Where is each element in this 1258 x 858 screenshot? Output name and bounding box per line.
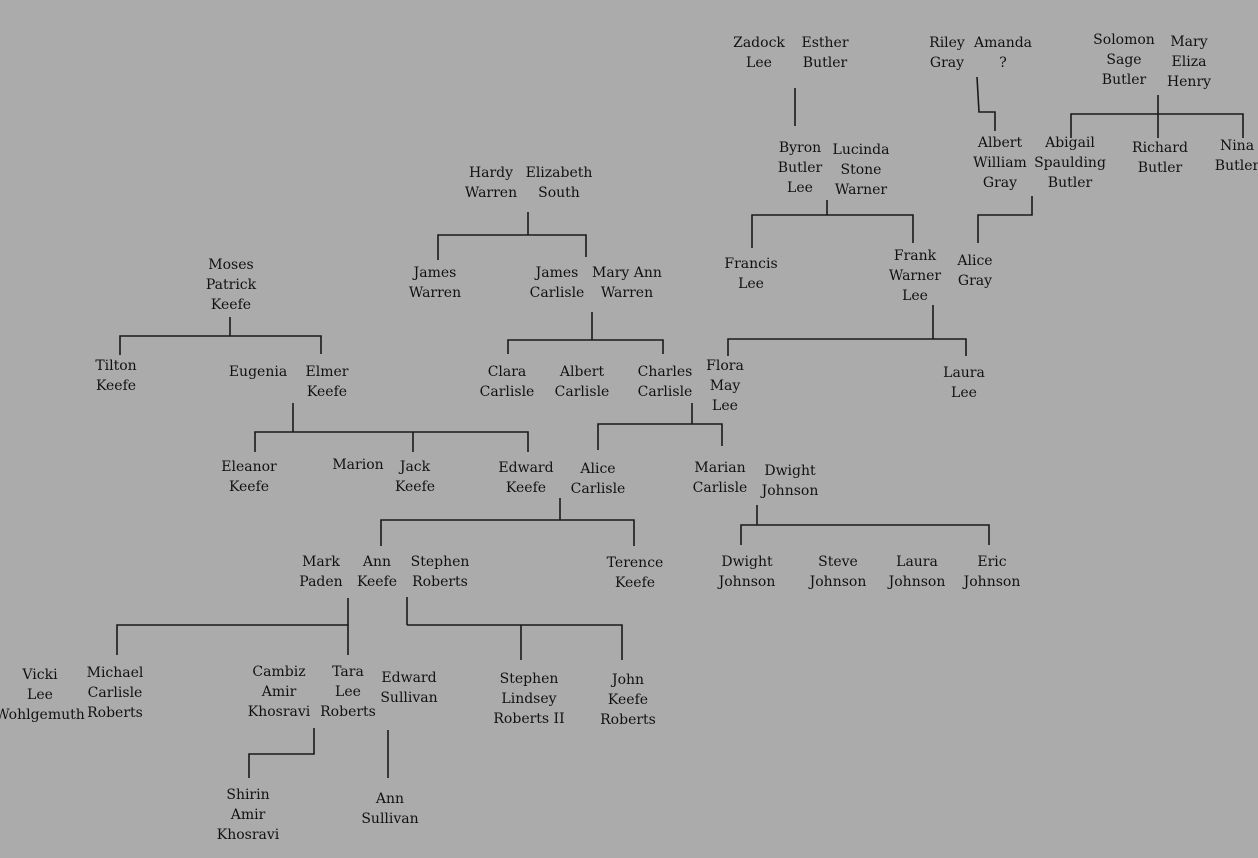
person-abigail-butler: Abigail Spaulding Butler [1034, 135, 1106, 191]
line-mark-ann-children-bar [116, 624, 349, 655]
person-esther-butler: Esther Butler [801, 35, 849, 71]
person-james-carlisle: James Carlisle [529, 265, 585, 301]
person-solomon-butler: Solomon Sage Butler [1093, 32, 1155, 88]
person-edward-keefe: Edward Keefe [498, 460, 554, 496]
person-hardy-warren: Hardy Warren [464, 165, 518, 201]
person-edward-sullivan: Edward Sullivan [380, 670, 438, 706]
person-cambiz-khosravi: Cambiz Amir Khosravi [247, 664, 311, 720]
person-michael-roberts: Michael Carlisle Roberts [86, 665, 144, 721]
person-clara-carlisle: Clara Carlisle [479, 364, 535, 400]
person-dwight-johnson-sr: Dwight Johnson [761, 463, 819, 499]
line-edward-alice-children-bar [380, 519, 635, 546]
person-byron-lee: Byron Butler Lee [777, 140, 823, 196]
person-dwight-johnson-jr: Dwight Johnson [718, 554, 776, 590]
line-albert-abigail-link [977, 196, 1033, 243]
person-mary-ann-warren: Mary Ann Warren [592, 265, 662, 301]
line-elmer-children-bar [254, 431, 529, 452]
line-butler-children-bar [1070, 113, 1244, 138]
line-carlisle-children-bar [507, 339, 664, 354]
person-steve-johnson: Steve Johnson [809, 554, 867, 590]
person-francis-lee: Francis Lee [724, 256, 778, 292]
line-ann-stephen-children-bar [407, 624, 623, 660]
line-hardy-warren-children-bar [437, 234, 587, 260]
person-zadock-lee: Zadock Lee [733, 35, 785, 71]
person-shirin-khosravi: Shirin Amir Khosravi [216, 787, 280, 843]
person-stephen-roberts-ii: Stephen Lindsey Roberts II [493, 671, 565, 727]
person-charles-carlisle: Charles Carlisle [637, 364, 693, 400]
person-jack-keefe: Jack Keefe [394, 459, 436, 495]
person-laura-johnson: Laura Johnson [888, 554, 946, 590]
line-cambiz-tara-stem [248, 728, 315, 778]
person-riley-gray: Riley Gray [929, 35, 965, 71]
person-marian-carlisle: Marian Carlisle [692, 460, 748, 496]
person-vicki-wohlgemuth: Vicki Lee Wohlgemuth [0, 667, 85, 723]
person-tilton-keefe: Tilton Keefe [95, 358, 137, 394]
person-albert-carlisle: Albert Carlisle [554, 364, 610, 400]
line-gray-amanda-link [976, 76, 996, 131]
person-amanda: Amanda ? [973, 35, 1033, 71]
line-byron-lucinda-children-bar [751, 214, 914, 248]
person-alice-gray: Alice Gray [957, 253, 993, 289]
person-frank-lee: Frank Warner Lee [888, 248, 942, 304]
person-marion: Marion [332, 457, 384, 473]
person-moses-keefe: Moses Patrick Keefe [205, 257, 257, 313]
person-james-warren: James Warren [408, 265, 462, 301]
person-albert-gray: Albert William Gray [973, 135, 1027, 191]
person-elmer-keefe: Elmer Keefe [305, 364, 349, 400]
person-john-roberts: John Keefe Roberts [600, 672, 656, 728]
person-elizabeth-south: Elizabeth South [525, 165, 593, 201]
person-laura-lee: Laura Lee [943, 365, 985, 401]
line-johnson-children-bar [740, 524, 990, 545]
person-tara-roberts: Tara Lee Roberts [320, 664, 376, 720]
person-mark-paden: Mark Paden [299, 554, 343, 590]
line-frank-alice-children-bar [727, 338, 967, 356]
person-nina-butler: Nina Butler [1214, 138, 1258, 174]
person-flora-lee: Flora May Lee [706, 358, 744, 414]
line-carlisle-lee-children-bar [597, 423, 723, 450]
person-ann-keefe: Ann Keefe [356, 554, 398, 590]
person-eric-johnson: Eric Johnson [963, 554, 1021, 590]
person-terence-keefe: Terence Keefe [606, 555, 664, 591]
line-moses-children-bar [119, 335, 322, 355]
person-richard-butler: Richard Butler [1132, 140, 1188, 176]
person-alice-carlisle: Alice Carlisle [570, 461, 626, 497]
person-mary-eliza-henry: Mary Eliza Henry [1166, 34, 1212, 90]
person-stephen-roberts: Stephen Roberts [410, 554, 470, 590]
person-eleanor-keefe: Eleanor Keefe [221, 459, 277, 495]
person-lucinda-warner: Lucinda Stone Warner [832, 142, 890, 198]
person-ann-sullivan: Ann Sullivan [361, 791, 419, 827]
person-eugenia: Eugenia [228, 364, 288, 380]
